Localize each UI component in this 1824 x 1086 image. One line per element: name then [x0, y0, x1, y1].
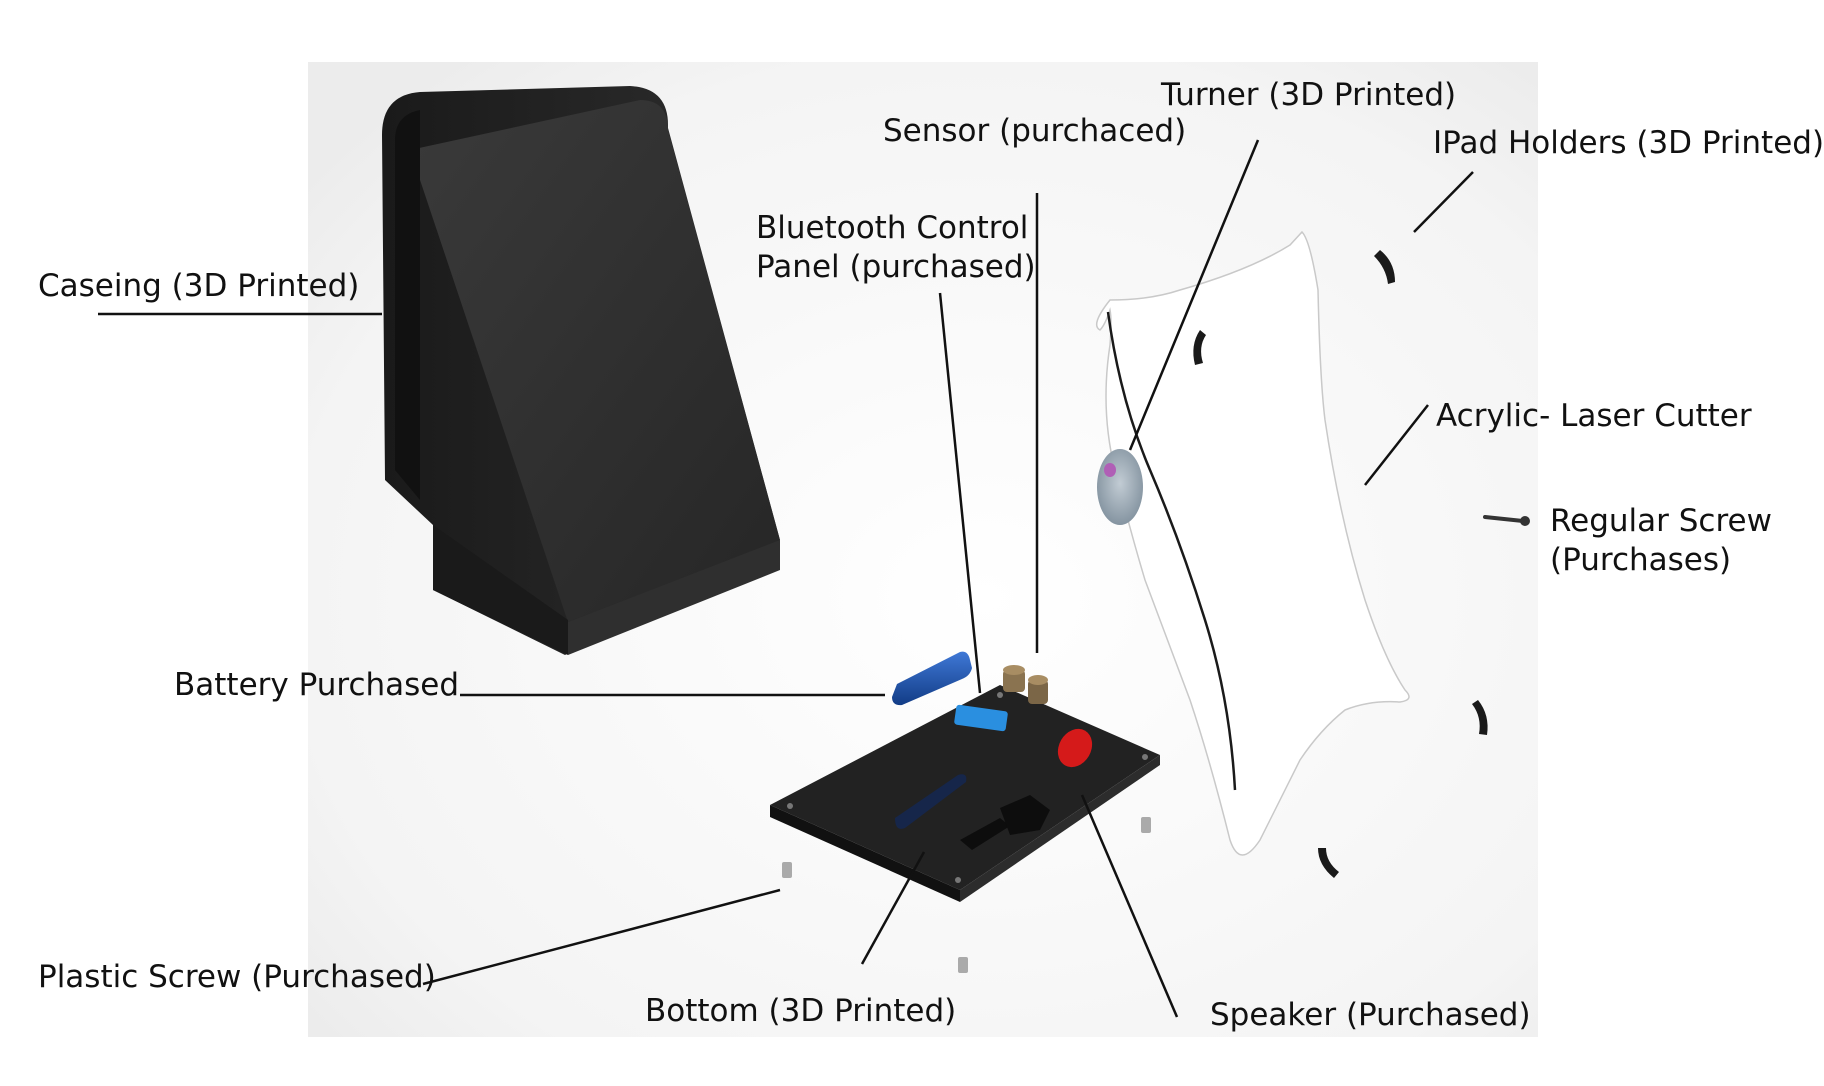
label-turner: Turner (3D Printed) — [1161, 77, 1457, 113]
label-bluetooth-control-panel: Bluetooth Control Panel (purchased) — [756, 210, 1036, 285]
plastic-screws — [782, 817, 1151, 973]
leader-turner — [1128, 139, 1260, 451]
label-bottom: Bottom (3D Printed) — [645, 993, 957, 1029]
leader-bottom — [860, 851, 926, 965]
leader-bluetooth — [938, 292, 982, 694]
label-regular-screw: Regular Screw (Purchases) — [1550, 503, 1772, 578]
ipad-holders-part — [1193, 250, 1488, 878]
leader-acrylic — [1364, 404, 1429, 486]
acrylic-plate-part — [1095, 230, 1410, 856]
regular-screw-part — [1483, 515, 1530, 526]
battery-part — [892, 651, 972, 706]
label-speaker: Speaker (Purchased) — [1210, 997, 1531, 1033]
label-battery: Battery Purchased — [174, 667, 460, 703]
leader-speaker — [1080, 794, 1179, 1018]
leader-ipad-holders — [1413, 171, 1474, 233]
turner-part — [1097, 449, 1143, 525]
casing-part — [382, 86, 780, 655]
label-acrylic: Acrylic- Laser Cutter — [1436, 398, 1752, 434]
label-ipad-holders: IPad Holders (3D Printed) — [1433, 125, 1824, 161]
label-sensor: Sensor (purchaced) — [883, 113, 1187, 149]
label-plastic-screw: Plastic Screw (Purchased) — [38, 959, 436, 995]
bottom-board-part — [770, 685, 1160, 902]
leader-lines — [98, 139, 1474, 1018]
sensor-part — [1003, 665, 1048, 704]
leader-plastic-screw — [422, 888, 781, 986]
label-caseing: Caseing (3D Printed) — [38, 268, 360, 304]
